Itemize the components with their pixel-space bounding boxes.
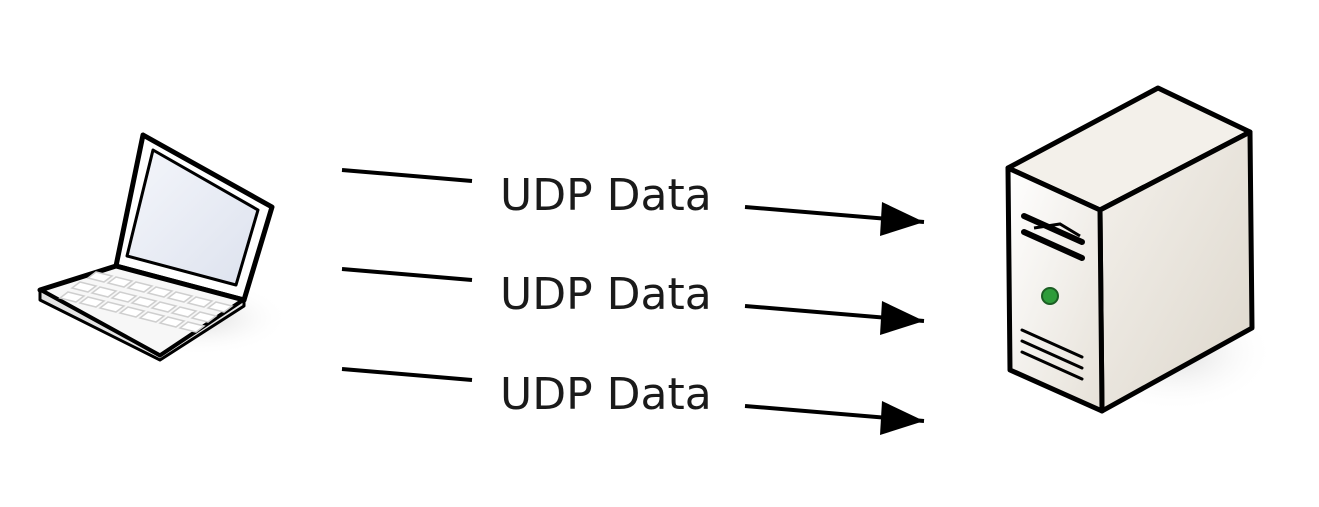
flow-line-left: [341, 267, 473, 282]
flow-label: UDP Data: [500, 269, 712, 320]
server-tower-icon: [1005, 85, 1275, 414]
udp-flow-1: UDP Data: [341, 168, 925, 236]
flow-line-left: [341, 367, 473, 382]
flow-line-left: [341, 168, 473, 183]
laptop-icon: [37, 132, 290, 362]
status-led: [1041, 287, 1059, 305]
flow-label: UDP Data: [500, 369, 712, 420]
udp-flow-3: UDP Data: [341, 367, 925, 435]
arrowhead-icon: [880, 202, 924, 236]
arrowhead-icon: [880, 301, 924, 335]
arrowhead-icon: [880, 401, 924, 435]
flow-label: UDP Data: [500, 170, 712, 221]
udp-flow-2: UDP Data: [341, 267, 925, 335]
